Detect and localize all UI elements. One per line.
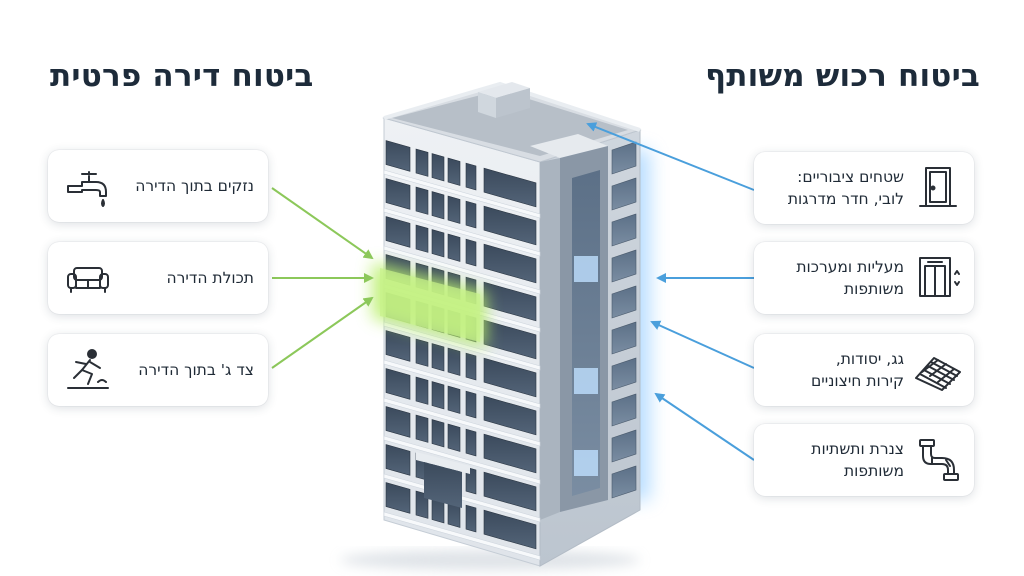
private-item-damage-card: נזקים בתוך הדירה — [48, 150, 268, 222]
window — [483, 243, 537, 284]
window — [465, 238, 477, 267]
window — [431, 419, 445, 448]
window — [465, 162, 477, 191]
window — [611, 357, 637, 391]
window — [447, 157, 461, 186]
ground-shadow — [340, 550, 640, 570]
entrance-door — [424, 462, 462, 508]
private-item-third-party-label: צד ג' בתוך הדירה — [138, 361, 254, 379]
window — [465, 504, 477, 533]
window — [483, 395, 537, 436]
floor-slab — [383, 359, 541, 409]
private-item-damage-label: נזקים בתוך הדירה — [135, 177, 254, 195]
window — [385, 330, 411, 362]
window — [611, 429, 637, 463]
window — [385, 482, 411, 514]
highlighted-apartment — [380, 268, 480, 342]
window — [483, 167, 537, 208]
window — [483, 205, 537, 246]
door-icon — [912, 162, 964, 214]
window — [611, 465, 637, 499]
window — [415, 376, 429, 405]
faucet-icon — [62, 160, 114, 212]
shaft-light-2 — [574, 368, 598, 394]
shared-item-pipes-label: צנרת ותשתיות משותפות — [811, 440, 904, 480]
shared-item-elevators-card: מעליות ומערכות משותפות — [754, 242, 974, 314]
roof-parapet — [383, 81, 641, 132]
shaft-side — [540, 158, 560, 520]
window — [385, 140, 411, 172]
roof-box-left — [478, 92, 496, 118]
floor-slab — [383, 321, 541, 371]
elevator-icon — [912, 252, 964, 304]
window — [385, 406, 411, 438]
window — [611, 213, 637, 247]
window — [415, 338, 429, 367]
floor-slab — [383, 169, 541, 219]
window — [415, 414, 429, 443]
window — [483, 471, 537, 512]
roof-box-right — [496, 88, 530, 118]
window — [465, 428, 477, 457]
window — [431, 381, 445, 410]
floor-slab — [383, 511, 541, 561]
window — [611, 393, 637, 427]
shared-item-roof-card: גג, יסודות, קירות חיצוניים — [754, 334, 974, 406]
window — [415, 224, 429, 253]
window — [431, 343, 445, 372]
shared-item-pipes-card: צנרת ותשתיות משותפות — [754, 424, 974, 496]
slip-fall-icon — [62, 344, 114, 396]
private-item-contents-label: תכולת הדירה — [166, 269, 254, 287]
window — [465, 390, 477, 419]
shared-insurance-title: ביטוח רכוש משותף — [705, 58, 980, 94]
window — [415, 186, 429, 215]
window — [483, 357, 537, 398]
private-item-third-party-card: צד ג' בתוך הדירה — [48, 334, 268, 406]
window — [447, 233, 461, 262]
window — [465, 466, 477, 495]
window — [415, 148, 429, 177]
window — [447, 195, 461, 224]
private-item-contents-card: תכולת הדירה — [48, 242, 268, 314]
window — [611, 285, 637, 319]
window — [483, 433, 537, 474]
pipe-icon — [912, 434, 964, 486]
shared-item-elevators-label: מעליות ומערכות משותפות — [796, 258, 904, 298]
window — [385, 444, 411, 476]
shared-item-roof-label: גג, יסודות, קירות חיצוניים — [811, 350, 904, 390]
shaft-light-3 — [574, 450, 598, 476]
entrance-canopy — [416, 452, 470, 474]
window — [447, 385, 461, 414]
window — [385, 216, 411, 248]
floor-slab — [383, 245, 541, 295]
floor-slab — [383, 435, 541, 485]
shaft-glass — [572, 170, 600, 496]
window — [465, 352, 477, 381]
window — [611, 321, 637, 355]
sofa-icon — [62, 252, 114, 304]
private-insurance-title: ביטוח דירה פרטית — [50, 58, 314, 94]
roof-icon — [912, 344, 964, 396]
window — [447, 347, 461, 376]
floor-slab — [383, 207, 541, 257]
window — [483, 509, 537, 550]
shaft-light-1 — [574, 256, 598, 282]
roof-box-top — [478, 82, 530, 98]
window — [611, 249, 637, 283]
window — [431, 153, 445, 182]
floor-slab — [383, 397, 541, 447]
window — [431, 229, 445, 258]
window — [465, 200, 477, 229]
shared-item-public-areas-label: שטחים ציבוריים: לובי, חדר מדרגות — [787, 168, 904, 208]
window — [431, 191, 445, 220]
window — [447, 423, 461, 452]
window — [385, 368, 411, 400]
shared-item-public-areas-card: שטחים ציבוריים: לובי, חדר מדרגות — [754, 152, 974, 224]
left-face-windows — [383, 140, 541, 561]
window — [385, 178, 411, 210]
